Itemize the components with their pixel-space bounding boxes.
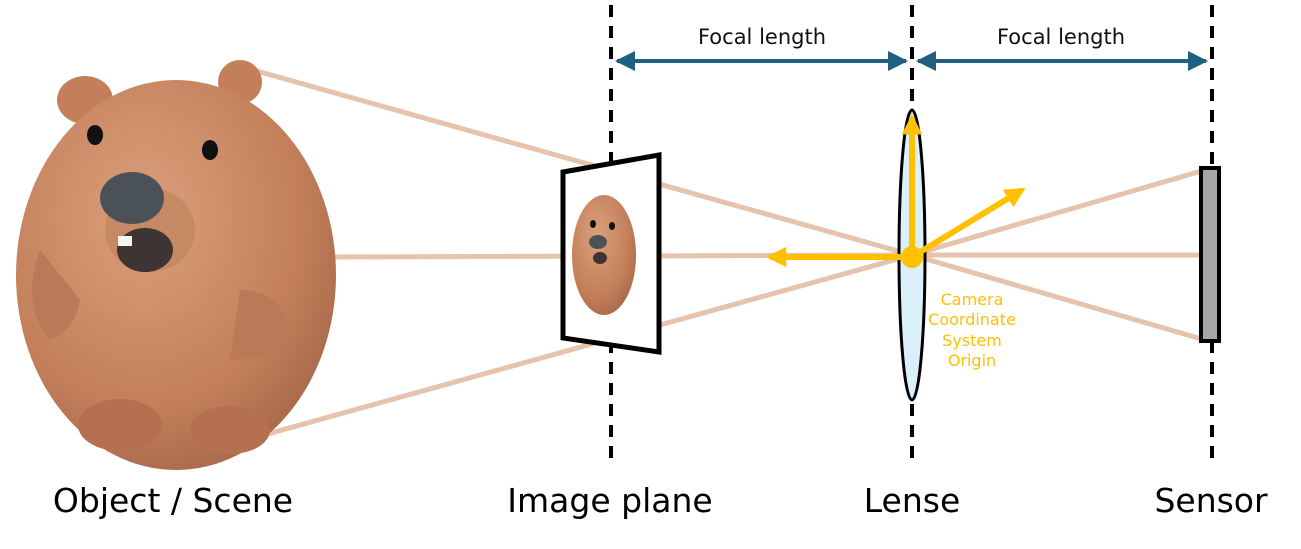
image-plane-figure [572,195,636,315]
ray-top-sensor [911,167,1206,258]
object-scene-label: Object / Scene [53,481,293,520]
camera-axes [765,113,1026,268]
ray-bottom-object [245,252,913,443]
image-plane-label: Image plane [507,481,712,520]
sensor [1199,166,1221,343]
camera-origin-dot [901,246,923,268]
focal-length-label-left: Focal length [698,25,826,49]
lens-label: Lense [864,481,961,520]
origin-label-line-2: Coordinate [928,310,1016,329]
ray-top-object [245,65,913,258]
origin-label-line-4: Origin [948,351,996,370]
focal-length-label-right: Focal length [997,25,1125,49]
object-figure [16,60,336,470]
ray-bottom-sensor [911,252,1206,343]
axis-x-arrow [910,187,1026,260]
origin-label: Camera Coordinate System Origin [928,290,1016,370]
image-plane [560,152,662,355]
origin-label-line-3: System [942,331,1002,350]
light-rays [245,65,1206,443]
sensor-label: Sensor [1154,481,1268,520]
origin-label-line-1: Camera [941,290,1004,309]
